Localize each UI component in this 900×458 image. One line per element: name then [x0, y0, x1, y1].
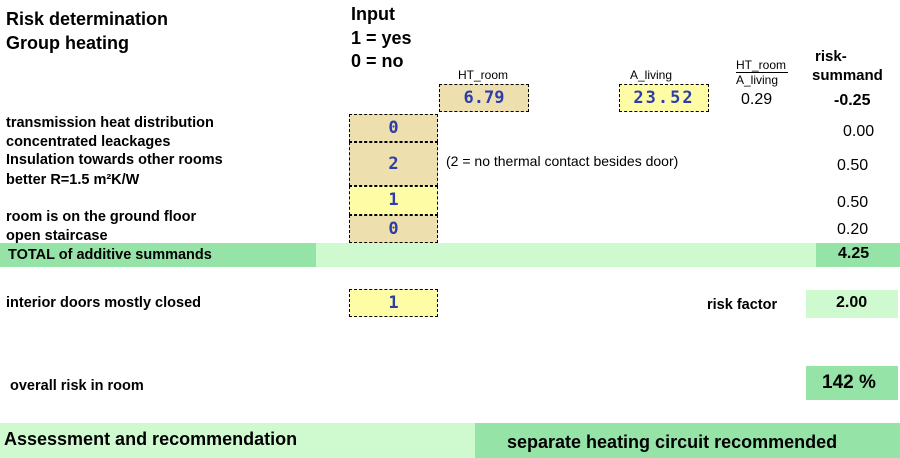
row-1-input[interactable]: 0 [349, 114, 438, 142]
overall-label: overall risk in room [10, 378, 144, 394]
row-2-input[interactable]: 2 [349, 142, 438, 186]
row-2-label-1: Insulation towards other rooms [6, 152, 223, 168]
doors-label: interior doors mostly closed [6, 295, 201, 311]
risk-summand-header-2: summand [812, 67, 883, 84]
row-1-label-2: concentrated leackages [6, 134, 171, 150]
row-3-input[interactable]: 1 [349, 186, 438, 215]
ht-room-label: HT_room [458, 68, 509, 82]
input-header-2: 1 = yes [351, 28, 412, 48]
row-4-label-1: room is on the ground floor [6, 209, 197, 225]
row-1-summand: 0.00 [843, 123, 875, 140]
total-band-mid [316, 243, 816, 267]
a-living-label: A_living [630, 68, 673, 82]
assessment-band-right [475, 423, 900, 458]
total-band-right [816, 243, 900, 267]
title-line-2: Group heating [6, 33, 129, 53]
overall-value: 142 % [822, 372, 876, 393]
recommendation-text: separate heating circuit recommended [507, 432, 838, 452]
insulation-note: (2 = no thermal contact besides door) [446, 153, 679, 169]
row-4-summand: 0.20 [837, 221, 869, 238]
row-4-label-2: open staircase [6, 228, 108, 244]
total-band-left [0, 243, 316, 267]
row-4-input[interactable]: 0 [349, 215, 438, 243]
row-3-summand: 0.50 [837, 194, 869, 211]
row-2-summand: 0.50 [837, 157, 869, 174]
risk-factor-box [806, 290, 898, 318]
doors-input[interactable]: 1 [349, 289, 438, 317]
risk-summand-ratio: -0.25 [834, 92, 871, 109]
risk-summand-header-1: risk- [815, 48, 847, 65]
row-2-label-2: better R=1.5 m²K/W [6, 172, 140, 188]
row-1-label-1: transmission heat distribution [6, 115, 214, 131]
a-living-input[interactable]: 23.52 [619, 84, 709, 112]
total-value: 4.25 [838, 245, 870, 262]
total-label: TOTAL of additive summands [8, 247, 212, 263]
overall-box [806, 366, 898, 400]
ratio-label-top: HT_room [736, 58, 787, 72]
ratio-divider [736, 72, 788, 73]
ratio-label-bottom: A_living [736, 73, 779, 87]
ratio-value: 0.29 [741, 91, 773, 108]
risk-factor-value: 2.00 [836, 294, 868, 311]
risk-factor-label: risk factor [707, 297, 778, 313]
assessment-label: Assessment and recommendation [4, 429, 298, 449]
input-header-3: 0 = no [351, 51, 404, 71]
title-line-1: Risk determination [6, 9, 169, 29]
assessment-band-left [0, 423, 475, 458]
input-header-1: Input [351, 4, 395, 24]
ht-room-input[interactable]: 6.79 [439, 84, 529, 112]
